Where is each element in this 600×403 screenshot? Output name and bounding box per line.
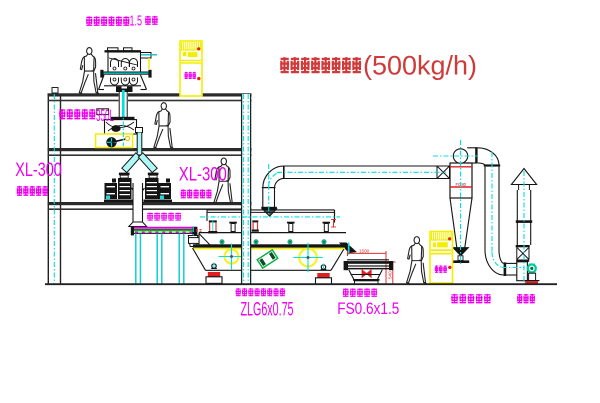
svg-text:1500: 1500 (359, 249, 370, 254)
svg-text:XL-300: XL-300 (15, 160, 62, 181)
svg-text:540: 540 (388, 271, 393, 279)
svg-text:(500kg/h): (500kg/h) (363, 51, 477, 81)
svg-text:FS0.6x1.5: FS0.6x1.5 (337, 300, 399, 318)
svg-text:ZLG6x0.75: ZLG6x0.75 (241, 300, 294, 321)
svg-text:XL-300: XL-300 (179, 165, 227, 186)
svg-text:FG80: FG80 (456, 182, 467, 187)
svg-text:350L: 350L (96, 106, 114, 125)
svg-text:1.5: 1.5 (130, 14, 143, 30)
